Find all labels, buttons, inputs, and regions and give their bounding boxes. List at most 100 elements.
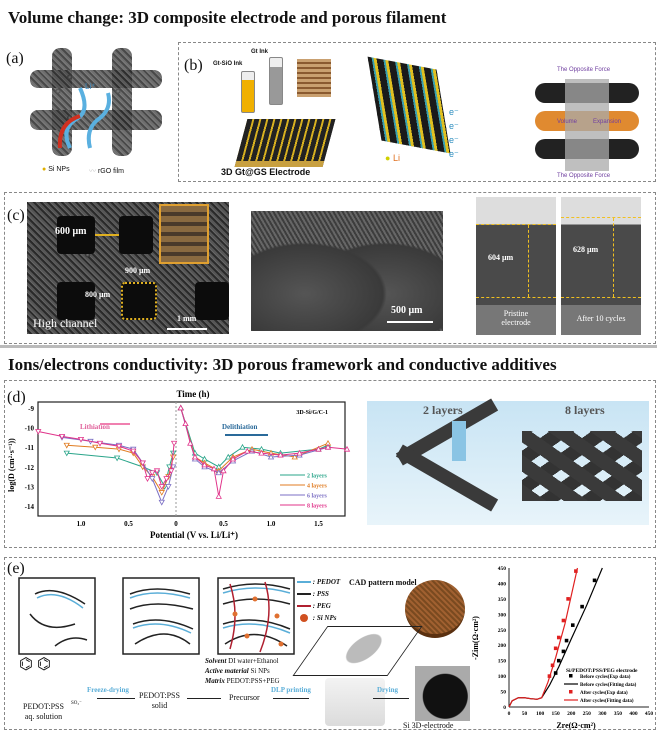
sem-image-top-view: 600 μm 900 μm 800 μm High channel 1 mm <box>27 202 229 334</box>
series-line-2-layers <box>180 407 329 468</box>
data-point <box>210 465 218 472</box>
x-tick-label: 150 <box>552 711 561 717</box>
matrix-key: Matrix <box>205 677 225 685</box>
arrow-icon <box>373 698 409 699</box>
legend-label: Before cycles(Fitting data) <box>580 683 637 688</box>
legend-marker <box>569 674 573 678</box>
width-600-label: 600 μm <box>55 226 87 237</box>
width-800-label: 800 μm <box>85 290 111 299</box>
data-point <box>592 578 597 583</box>
data-point <box>153 468 161 475</box>
data-point <box>244 447 251 454</box>
li-text: Li <box>392 153 400 163</box>
arrow-icon <box>187 698 221 699</box>
data-point <box>566 597 570 601</box>
distance-628-label: 628 μm <box>573 245 599 254</box>
caption-line: Pristine <box>503 309 529 318</box>
li-label: ● Li <box>385 153 400 163</box>
legend-label: : PEDOT <box>312 578 341 586</box>
y-tick-label: 150 <box>498 659 507 665</box>
legend-label: 4 layers <box>307 484 327 490</box>
electrode-lattice-illustration <box>234 119 336 167</box>
x-tick-label: 350 <box>614 711 623 717</box>
sulfonate-label: SO₃⁻ <box>71 701 82 706</box>
chart-annotation: 3D-Si/G/C-1 <box>296 410 328 416</box>
y-tick-label: 0 <box>503 705 506 711</box>
data-point <box>229 455 237 462</box>
caption-after-cycles: After 10 cycles <box>561 305 641 335</box>
panel-e: (e) : PEDOT : PSS : PEG : Si NPs CAD pat… <box>4 557 656 730</box>
y-tick-label: 350 <box>498 597 507 603</box>
panel-label: (a) <box>6 50 24 67</box>
data-point <box>267 453 275 460</box>
y-tick-label: 400 <box>498 581 507 587</box>
active-value: Si NPs <box>250 667 270 675</box>
panel-a: (a) Li⁺ ● Si NPs 〰 rGO film <box>4 40 176 182</box>
data-point <box>77 436 85 443</box>
data-point <box>215 493 222 499</box>
stage-line: aq. solution <box>24 712 63 721</box>
data-point <box>225 453 232 460</box>
expansion-label: Expansion <box>593 119 622 125</box>
data-point <box>92 444 99 451</box>
width-900-label: 900 μm <box>125 266 151 275</box>
y-tick-label: -9 <box>28 405 34 413</box>
pedot-structure-icon: ⌬ ⌬ <box>19 656 51 673</box>
panel-label: (b) <box>184 57 203 74</box>
legend-label: 2 layers <box>307 474 327 480</box>
lithiation-label: Lithiation <box>80 423 110 431</box>
syringe-yellow-icon <box>241 71 255 113</box>
syringe-gray-icon <box>269 57 283 105</box>
data-point <box>158 484 165 490</box>
rgo-lattice-illustration: Li⁺ <box>30 48 162 158</box>
legend-marker <box>569 690 573 694</box>
data-point <box>561 618 566 623</box>
opposite-force-bottom: The Opposite Force <box>557 173 611 179</box>
x-tick-label: 100 <box>536 711 545 717</box>
data-point <box>58 433 66 440</box>
panel-label: (d) <box>7 389 26 406</box>
data-point <box>291 453 298 460</box>
electron-label: e⁻ <box>449 121 459 131</box>
y-tick-label: -14 <box>25 503 35 511</box>
step-dlp-printing: DLP printing <box>271 686 311 694</box>
high-channel-label: High channel <box>33 316 98 330</box>
legend-pedot: : PEDOT <box>297 576 340 588</box>
electron-labels: e⁻e⁻e⁻e⁻ <box>449 105 459 161</box>
data-point <box>556 635 561 640</box>
y-tick-label: 50 <box>501 690 507 696</box>
panel-label: (c) <box>7 207 25 224</box>
legend-label: After cycles(Exp data) <box>580 691 628 696</box>
stage-line: PEDOT:PSS <box>23 702 64 711</box>
data-point <box>165 484 172 490</box>
inset-photo <box>159 204 209 264</box>
panel-label: (e) <box>7 560 25 577</box>
si-electrode-photo <box>415 666 470 721</box>
data-point <box>550 663 555 668</box>
gt-sio-ink-label: Gt-SiO Ink <box>213 61 243 67</box>
x-tick-label: 250 <box>583 711 592 717</box>
nyquist-plot: Zre(Ω·cm²) -Zim(Ω·cm²) Si/PEDOT:PSS/PEG … <box>471 566 654 730</box>
data-point <box>158 499 165 506</box>
data-point <box>149 470 156 477</box>
fit-line <box>508 567 579 708</box>
legend-label: Si NPs <box>48 166 70 173</box>
data-point <box>158 490 165 496</box>
active-key: Active material <box>205 667 249 675</box>
li-ion-label: Li⁺ <box>85 82 96 91</box>
data-point <box>277 451 284 458</box>
data-point <box>182 420 189 427</box>
y-tick-label: -11 <box>25 444 34 452</box>
section-title-conductivity: Ions/electrons conductivity: 3D porous f… <box>8 355 557 374</box>
x-tick-label: 0.5 <box>124 520 133 528</box>
material-legend: : PEDOT : PSS : PEG : Si NPs <box>297 576 340 624</box>
x-tick-label: 450 <box>645 711 654 717</box>
matrix-value: PEDOT:PSS+PEG <box>226 677 280 685</box>
y-tick-label: 250 <box>498 628 507 634</box>
panel-b: (b) Gt Ink Gt-SiO Ink 3D Gt@GS Electrode… <box>178 42 656 182</box>
data-point <box>177 404 184 411</box>
data-point <box>187 439 194 446</box>
data-point <box>220 467 227 474</box>
arrow-icon <box>273 698 309 699</box>
